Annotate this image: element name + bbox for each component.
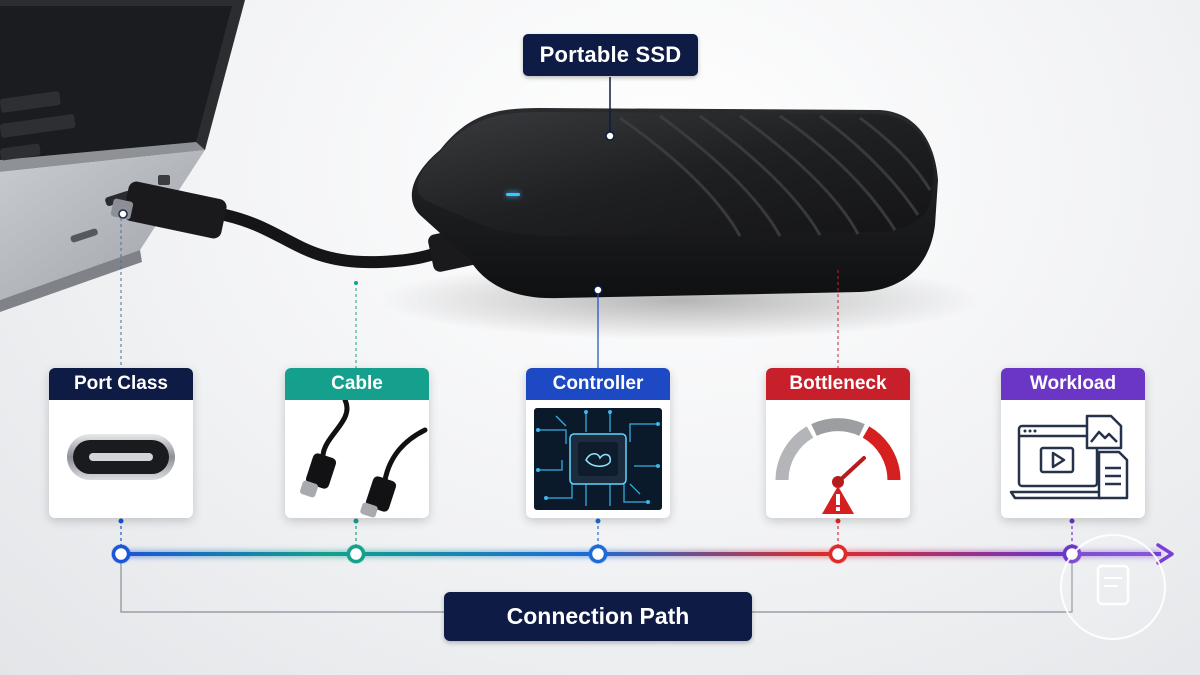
- stage-label-cable: Cable: [285, 368, 429, 400]
- stage-card-controller: Controller: [526, 368, 670, 518]
- leader-lines: [118, 77, 839, 368]
- stage-card-cable: Cable: [285, 368, 429, 518]
- stage-label-controller: Controller: [526, 368, 670, 400]
- stage-card-workload: Workload: [1001, 368, 1145, 518]
- timeline-node-port-class: [111, 544, 131, 564]
- timeline-node-cable: [346, 544, 366, 564]
- diagram-title: Portable SSD: [523, 34, 698, 76]
- stage-label-workload: Workload: [1001, 368, 1145, 400]
- usb-c-port-icon: [67, 434, 175, 480]
- watermark-stamp: [1060, 534, 1166, 640]
- timeline-node-controller: [588, 544, 608, 564]
- speed-gauge-warning-icon: [775, 418, 901, 514]
- stage-card-bottleneck: Bottleneck: [766, 368, 910, 518]
- usb-c-cable-icon: [300, 400, 428, 518]
- portable-ssd-illustration: [380, 108, 980, 340]
- controller-chip-icon: [534, 408, 662, 510]
- workload-files-icon: [1009, 414, 1129, 500]
- connection-timeline: [121, 543, 1174, 565]
- stage-label-port-class: Port Class: [49, 368, 193, 400]
- connection-path-label: Connection Path: [444, 592, 752, 641]
- card-connectors: [118, 518, 1075, 548]
- notebook-icon: [1096, 564, 1130, 606]
- stage-card-port-class: Port Class: [49, 368, 193, 518]
- stage-label-bottleneck: Bottleneck: [766, 368, 910, 400]
- timeline-node-bottleneck: [828, 544, 848, 564]
